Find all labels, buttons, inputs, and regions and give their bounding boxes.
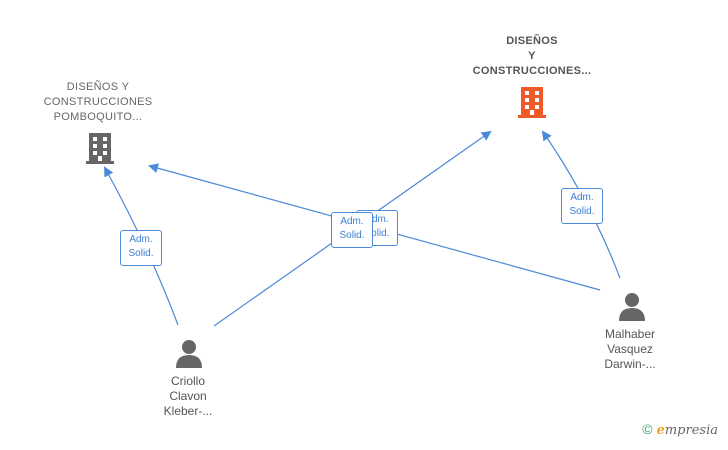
person-node-malhaber-label[interactable]: Malhaber Vasquez Darwin-... bbox=[582, 327, 678, 372]
person-criollo-line-3: Kleber-... bbox=[163, 404, 213, 418]
relation-badge-malhaber-disenos[interactable]: Adm. Solid. bbox=[561, 188, 603, 224]
relation-badge-criollo-disenos[interactable]: Adm. Solid. bbox=[331, 212, 373, 248]
building-icon[interactable] bbox=[516, 85, 548, 119]
company-pomboquito-line-1: DISEÑOS Y bbox=[66, 81, 130, 93]
person-icon[interactable] bbox=[617, 291, 647, 321]
relation-badge-line-1: Adm. bbox=[340, 216, 364, 227]
person-criollo-line-2: Clavon bbox=[169, 389, 207, 403]
company-disenos-line-3: CONSTRUCCIONES... bbox=[472, 65, 592, 77]
relation-badge-line-1: Adm. bbox=[365, 214, 389, 225]
relation-badge-criollo-pomboquito[interactable]: Adm. Solid. bbox=[120, 230, 162, 266]
relation-badge-line-1: Adm. bbox=[129, 234, 153, 245]
person-criollo-line-1: Criollo bbox=[170, 374, 205, 388]
brand-logo-text: mpresia bbox=[664, 423, 718, 438]
relation-badge-line-1: Adm. bbox=[570, 192, 594, 203]
relation-badge-line-2: Solid. bbox=[128, 248, 154, 259]
company-node-pomboquito-label[interactable]: DISEÑOS Y CONSTRUCCIONES POMBOQUITO... bbox=[20, 80, 176, 125]
person-icon[interactable] bbox=[174, 338, 204, 368]
relation-badge-line-2: Solid. bbox=[569, 206, 595, 217]
relation-badge-line-2: Solid. bbox=[364, 228, 390, 239]
company-disenos-line-2: Y bbox=[528, 50, 536, 62]
relation-badge-line-2: Solid. bbox=[339, 230, 365, 241]
building-icon[interactable] bbox=[84, 131, 116, 165]
copyright-symbol: © bbox=[642, 421, 653, 437]
person-malhaber-line-2: Vasquez bbox=[607, 342, 653, 356]
company-pomboquito-line-2: CONSTRUCCIONES bbox=[43, 96, 153, 108]
brand-logo-initial: e bbox=[656, 423, 665, 438]
person-malhaber-line-1: Malhaber bbox=[604, 327, 656, 341]
empresia-brand[interactable]: ©empresia bbox=[642, 421, 718, 438]
company-disenos-line-1: DISEÑOS bbox=[506, 35, 558, 47]
person-node-criollo-label[interactable]: Criollo Clavon Kleber-... bbox=[140, 374, 236, 419]
company-pomboquito-line-3: POMBOQUITO... bbox=[53, 111, 143, 123]
company-node-disenos-label[interactable]: DISEÑOS Y CONSTRUCCIONES... bbox=[452, 34, 612, 79]
person-malhaber-line-3: Darwin-... bbox=[604, 357, 656, 371]
